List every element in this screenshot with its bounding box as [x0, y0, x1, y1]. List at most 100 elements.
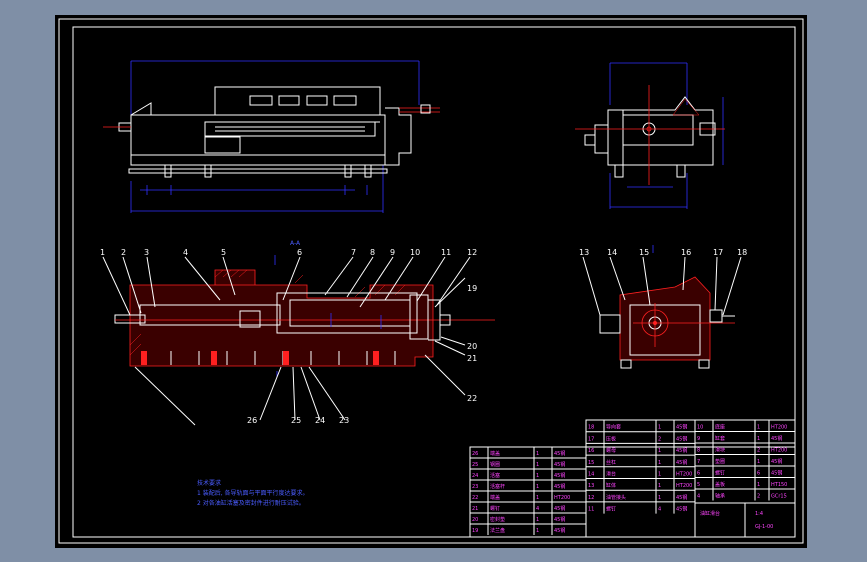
- table-cell: 螺钉: [606, 506, 616, 513]
- part-numbers-right: 19 20 21 22: [467, 284, 477, 403]
- table-cell: 45钢: [554, 483, 565, 490]
- table-cell: 18: [588, 425, 594, 431]
- table-cell: HT200: [771, 448, 787, 454]
- part-number: 25: [291, 416, 301, 425]
- table-cell: 14: [588, 472, 594, 478]
- part-number: 16: [681, 248, 691, 257]
- table-cell: 21: [472, 506, 478, 512]
- table-cell: 轴承: [715, 493, 725, 500]
- table-cell: 4: [536, 506, 539, 512]
- inner-border: [72, 26, 796, 538]
- side-part-numbers: 13 14 15 16 17 18: [579, 248, 747, 257]
- table-cell: HT200: [676, 472, 692, 478]
- table-cell: 24: [472, 473, 478, 479]
- table-cell: HT200: [676, 483, 692, 489]
- table-cell: 45钢: [676, 459, 687, 466]
- table-cell: 密封垫: [490, 516, 505, 523]
- table-cell: 6: [697, 471, 700, 477]
- table-cell: 缸套: [715, 435, 725, 442]
- table-cell: 13: [588, 483, 594, 489]
- table-cell: 2: [757, 494, 760, 500]
- table-cell: 1: [757, 459, 760, 465]
- table-cell: 1: [757, 425, 760, 431]
- table-cell: 滑台: [606, 471, 616, 478]
- outer-border: [58, 18, 804, 544]
- table-cell: HT200: [554, 495, 570, 501]
- table-cell: 26: [472, 451, 478, 457]
- part-number: 15: [639, 248, 649, 257]
- table-cell: 45钢: [554, 516, 565, 523]
- table-cell: 45钢: [554, 527, 565, 534]
- table-cell: 45钢: [554, 450, 565, 457]
- table-cell: 螺钉: [715, 470, 725, 477]
- part-number: 17: [713, 248, 723, 257]
- table-cell: 11: [588, 507, 594, 513]
- table-cell: 法兰盘: [490, 527, 505, 534]
- table-cell: 1: [536, 473, 539, 479]
- table-cell: 螺母: [606, 447, 616, 454]
- part-number: 23: [339, 416, 349, 425]
- table-cell: 盖板: [715, 481, 725, 488]
- section-label: A-A: [290, 240, 301, 247]
- part-number: 5: [221, 248, 226, 257]
- table-cell: 1: [536, 517, 539, 523]
- table-cell: 1: [536, 462, 539, 468]
- tech-req-title: 技术要求: [197, 479, 221, 487]
- table-cell: 1: [658, 448, 661, 454]
- table-cell: 1: [536, 495, 539, 501]
- table-cell: 垫圈: [715, 458, 725, 465]
- table-cell: 活塞杆: [490, 483, 505, 490]
- tech-req-line: 1 装配后, 各导轨面与平面平行度达要求。: [197, 489, 309, 497]
- table-cell: 5: [697, 482, 700, 488]
- part-number: 18: [737, 248, 747, 257]
- table-cell: 15: [588, 460, 594, 466]
- table-cell: 23: [472, 484, 478, 490]
- table-cell: 19: [472, 528, 478, 534]
- table-cell: 7: [697, 459, 700, 465]
- table-cell: 丝杠: [606, 459, 616, 466]
- table-cell: 1: [658, 483, 661, 489]
- drawing-title: 油缸滑台: [700, 510, 720, 517]
- table-cell: 滑块: [715, 447, 725, 454]
- table-cell: 缸体: [606, 482, 616, 489]
- part-number: 11: [441, 248, 451, 257]
- part-number: 26: [247, 416, 257, 425]
- table-cell: 4: [697, 494, 700, 500]
- table-cell: 1: [658, 460, 661, 466]
- table-cell: 1: [658, 425, 661, 431]
- end-section: [599, 245, 735, 369]
- part-number: 22: [467, 394, 477, 403]
- table-cell: 9: [697, 436, 700, 442]
- part-number: 3: [144, 248, 149, 257]
- table-cell: 45钢: [554, 472, 565, 479]
- table-cell: 10: [697, 425, 703, 431]
- part-number: 9: [390, 248, 395, 257]
- part-number: 4: [183, 248, 188, 257]
- tech-req-line: 2 对各油缸活塞及密封件进行耐压试验。: [197, 499, 305, 507]
- part-number: 12: [467, 248, 477, 257]
- table-cell: 20: [472, 517, 478, 523]
- side-view: [575, 62, 725, 209]
- table-cell: 45钢: [676, 435, 687, 442]
- section-aa: [114, 255, 495, 377]
- table-cell: HT150: [771, 482, 787, 488]
- table-cell: 端盖: [490, 494, 500, 501]
- table-cell: 12: [588, 495, 594, 501]
- table-cell: GCr15: [771, 494, 787, 500]
- table-cell: 2: [757, 448, 760, 454]
- table-cell: 1: [658, 472, 661, 478]
- table-cell: 1: [757, 436, 760, 442]
- part-number: 24: [315, 416, 325, 425]
- table-cell: 45钢: [676, 447, 687, 454]
- part-number: 2: [121, 248, 126, 257]
- part-number: 6: [297, 248, 302, 257]
- table-cell: 45钢: [676, 424, 687, 431]
- table-cell: 4: [658, 507, 661, 513]
- part-number: 20: [467, 342, 477, 351]
- table-cell: 导向套: [606, 424, 621, 431]
- table-cell: 16: [588, 448, 594, 454]
- cad-viewport[interactable]: A-A 1 2 3 4 5 6 7 8 9 10 11 12 19 20 21 …: [55, 15, 807, 548]
